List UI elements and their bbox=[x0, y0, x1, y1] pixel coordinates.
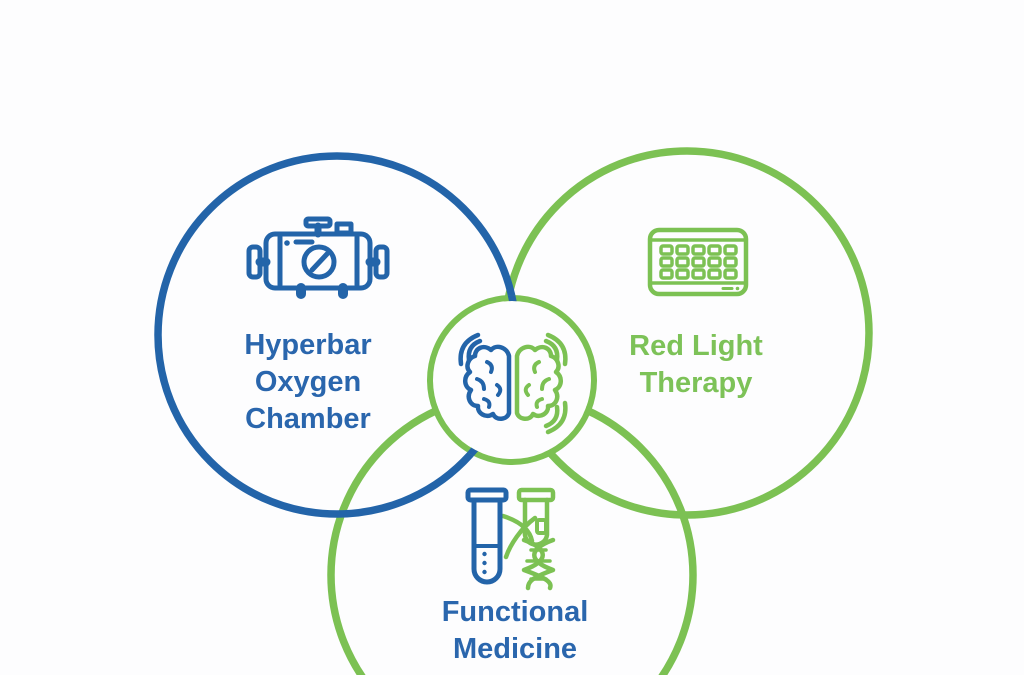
functional-medicine-label: Functional Medicine bbox=[375, 594, 655, 668]
hyperbaric-oxygen-chamber-label: Hyperbar Oxygen Chamber bbox=[198, 327, 418, 438]
label-line: Oxygen bbox=[254, 366, 362, 398]
brain-icon bbox=[458, 332, 568, 435]
label-line: Red Light bbox=[629, 330, 763, 362]
brain-wave-upper-left-icon bbox=[458, 332, 483, 367]
red-light-therapy-label: Red Light Therapy bbox=[566, 328, 826, 402]
label-line: Medicine bbox=[452, 633, 578, 665]
center-ring-blend bbox=[154, 147, 873, 675]
red-light-panel-icon bbox=[647, 227, 749, 297]
label-line: Therapy bbox=[639, 367, 753, 399]
hyperbaric-chamber-icon bbox=[246, 216, 390, 299]
label-line: Chamber bbox=[245, 403, 371, 435]
label-line: Hyperbar bbox=[244, 329, 372, 361]
brain-wave-upper-right-icon bbox=[543, 332, 568, 367]
label-line: Functional bbox=[441, 596, 589, 628]
test-tube-dna-icon bbox=[465, 487, 556, 591]
brain-wave-lower-right-icon bbox=[543, 400, 568, 435]
